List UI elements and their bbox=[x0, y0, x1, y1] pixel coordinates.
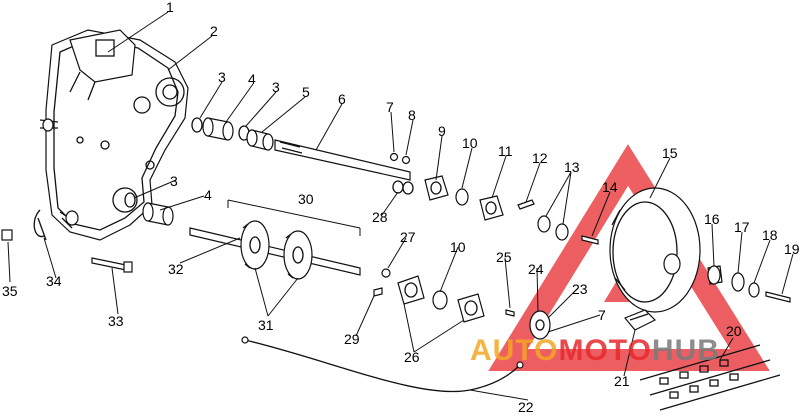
brake-disc bbox=[609, 187, 701, 313]
callout-label: 29 bbox=[344, 331, 360, 347]
small-parts-lower bbox=[373, 180, 404, 297]
callout-label: 7 bbox=[386, 99, 394, 115]
brake-pads bbox=[624, 309, 657, 331]
callout-label: 21 bbox=[614, 373, 630, 389]
callout-label: 2 bbox=[210, 23, 218, 39]
hub-and-fasteners bbox=[707, 265, 791, 303]
callout-label: 10 bbox=[450, 239, 466, 255]
brake-cable bbox=[241, 336, 524, 393]
callout-label: 13 bbox=[564, 159, 580, 175]
callout-label: 16 bbox=[704, 211, 720, 227]
bolt-12 bbox=[517, 199, 535, 210]
upper-bearing-set bbox=[191, 117, 274, 151]
callout-label: 35 bbox=[2, 283, 18, 299]
nut-and-bolt bbox=[1, 217, 47, 241]
callout-label: 27 bbox=[400, 229, 416, 245]
callout-label: 32 bbox=[168, 261, 184, 277]
callout-label: 1 bbox=[166, 0, 174, 15]
lower-shaft-assembly bbox=[189, 199, 361, 280]
callout-label: 3 bbox=[170, 173, 178, 189]
callout-label: 14 bbox=[602, 179, 618, 195]
callout-label: 3 bbox=[218, 69, 226, 85]
callout-label: 11 bbox=[498, 143, 513, 159]
gearcase-housing bbox=[33, 29, 189, 241]
callout-label: 6 bbox=[338, 91, 346, 107]
bearing-cap-lower bbox=[397, 275, 485, 323]
callout-label: 9 bbox=[438, 123, 446, 139]
callout-label: 4 bbox=[204, 187, 212, 203]
pin-14 bbox=[581, 235, 599, 245]
callout-label: 8 bbox=[408, 107, 416, 123]
callout-label: 31 bbox=[258, 317, 274, 333]
bearing-cap-upper bbox=[402, 175, 504, 221]
brake-sprocket-parts bbox=[505, 309, 551, 340]
callout-label: 25 bbox=[496, 249, 512, 265]
callout-label: 33 bbox=[108, 313, 124, 329]
callout-label: 3 bbox=[272, 79, 280, 95]
callout-label: 10 bbox=[462, 135, 478, 151]
svg-text:AUTOMOTOHUB: AUTOMOTOHUB bbox=[470, 334, 720, 367]
callout-label: 20 bbox=[726, 323, 742, 339]
callout-label: 34 bbox=[46, 273, 62, 289]
callout-label: 24 bbox=[528, 261, 544, 277]
callout-label: 19 bbox=[784, 241, 800, 257]
small-bolts bbox=[389, 152, 411, 165]
main-shaft bbox=[274, 139, 411, 181]
callout-label: 17 bbox=[734, 219, 750, 235]
washers-13 bbox=[537, 215, 569, 241]
callout-label: 15 bbox=[662, 145, 678, 161]
callout-label: 4 bbox=[248, 71, 256, 87]
callout-label: 26 bbox=[404, 349, 420, 365]
leader-lines bbox=[7, 11, 794, 401]
watermark-word-moto: MOTO bbox=[558, 334, 651, 367]
watermark-word-hub: HUB bbox=[652, 334, 720, 367]
watermark-wordmark: AUTOMOTOHUB bbox=[470, 334, 720, 367]
callout-label: 5 bbox=[302, 84, 310, 100]
callout-label: 18 bbox=[762, 227, 778, 243]
drive-chain bbox=[639, 344, 781, 411]
callout-label: 23 bbox=[572, 281, 588, 297]
callout-label: 7 bbox=[598, 307, 606, 323]
callout-label: 30 bbox=[298, 191, 314, 207]
watermark-word-auto: AUTO bbox=[470, 334, 558, 367]
long-bolt bbox=[91, 257, 133, 273]
callout-label: 28 bbox=[372, 209, 388, 225]
callout-label: 22 bbox=[518, 399, 534, 415]
callout-label: 12 bbox=[532, 150, 548, 166]
